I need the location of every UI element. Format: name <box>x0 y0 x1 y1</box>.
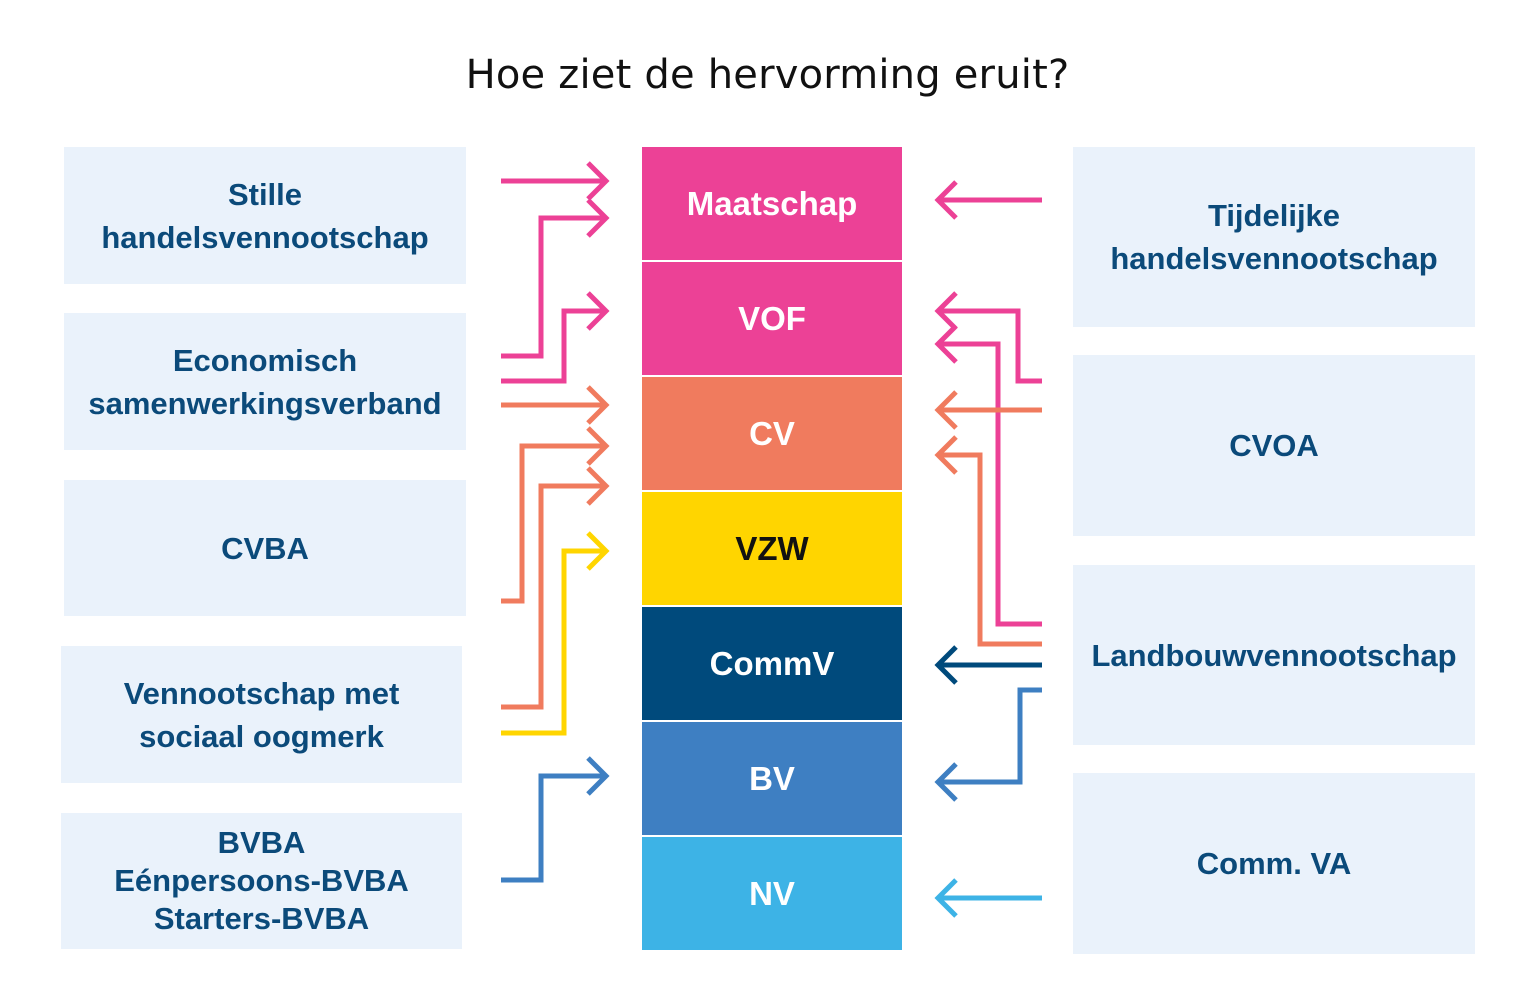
left-form-label: BVBA Eénpersoons-BVBA Starters-BVBA <box>114 825 409 936</box>
arrow-landbouw-to-commv <box>934 645 1042 685</box>
arrow-landbouw-to-vof <box>934 324 1042 627</box>
right-form-label: Tijdelijke handelsvennootschap <box>1110 198 1438 276</box>
arrow-vso-to-vzw <box>501 531 610 736</box>
new-form-label: CV <box>749 414 795 452</box>
right-form-label: Landbouwvennootschap <box>1091 637 1457 673</box>
left-form-label: Vennootschap met sociaal oogmerk <box>123 675 400 754</box>
new-form-label: NV <box>749 874 795 912</box>
left-form-bvba: BVBA Eénpersoons-BVBA Starters-BVBA <box>61 813 462 949</box>
left-form-stille-handelsvennootschap: Stille handelsvennootschap <box>64 147 466 284</box>
arrow-esv-to-cv <box>501 385 610 425</box>
new-form-vzw: VZW <box>642 492 902 605</box>
new-form-label: BV <box>749 759 795 797</box>
arrow-cvba-to-cv <box>501 426 610 604</box>
arrow-vso-to-cv <box>501 466 610 710</box>
arrow-landbouw-to-cv <box>934 435 1042 647</box>
left-form-label: CVBA <box>221 530 309 566</box>
page-title: Hoe ziet de hervorming eruit? <box>465 52 1070 98</box>
new-form-cv: CV <box>642 377 902 490</box>
new-form-maatschap: Maatschap <box>642 147 902 260</box>
new-form-nv: NV <box>642 837 902 950</box>
right-form-comm-va: Comm. VA <box>1073 773 1475 954</box>
arrow-commva-to-nv <box>934 878 1042 918</box>
new-form-label: VOF <box>738 299 806 337</box>
new-form-label: Maatschap <box>686 184 858 222</box>
right-form-label: CVOA <box>1229 428 1319 463</box>
new-form-vof: VOF <box>642 262 902 375</box>
right-form-tijdelijke-handelsvennootschap: Tijdelijke handelsvennootschap <box>1073 147 1475 327</box>
right-form-landbouwvennootschap: Landbouwvennootschap <box>1073 565 1475 745</box>
arrow-thv-to-maatschap <box>934 180 1042 220</box>
arrow-esv-to-maatschap <box>501 198 610 359</box>
arrow-esv-to-vof <box>501 291 610 384</box>
right-form-label: Comm. VA <box>1196 846 1352 881</box>
left-form-vennootschap-sociaal-oogmerk: Vennootschap met sociaal oogmerk <box>61 646 462 783</box>
arrow-bvba-to-bv <box>501 756 610 883</box>
new-form-commv: CommV <box>642 607 902 720</box>
right-form-cvoa: CVOA <box>1073 355 1475 536</box>
left-form-label: Economisch samenwerkingsverband <box>88 342 442 421</box>
left-form-economisch-samenwerkingsverband: Economisch samenwerkingsverband <box>64 313 466 450</box>
arrow-cvoa-to-cv <box>934 390 1042 430</box>
new-form-label: CommV <box>709 644 835 682</box>
arrow-stille-to-maatschap <box>501 161 610 201</box>
arrow-cvoa-to-vof <box>934 291 1042 384</box>
new-form-label: VZW <box>735 529 809 567</box>
new-form-bv: BV <box>642 722 902 835</box>
left-form-cvba: CVBA <box>64 480 466 616</box>
left-form-label: Stille handelsvennootschap <box>101 176 429 255</box>
arrow-landbouw-to-bv <box>934 687 1042 802</box>
